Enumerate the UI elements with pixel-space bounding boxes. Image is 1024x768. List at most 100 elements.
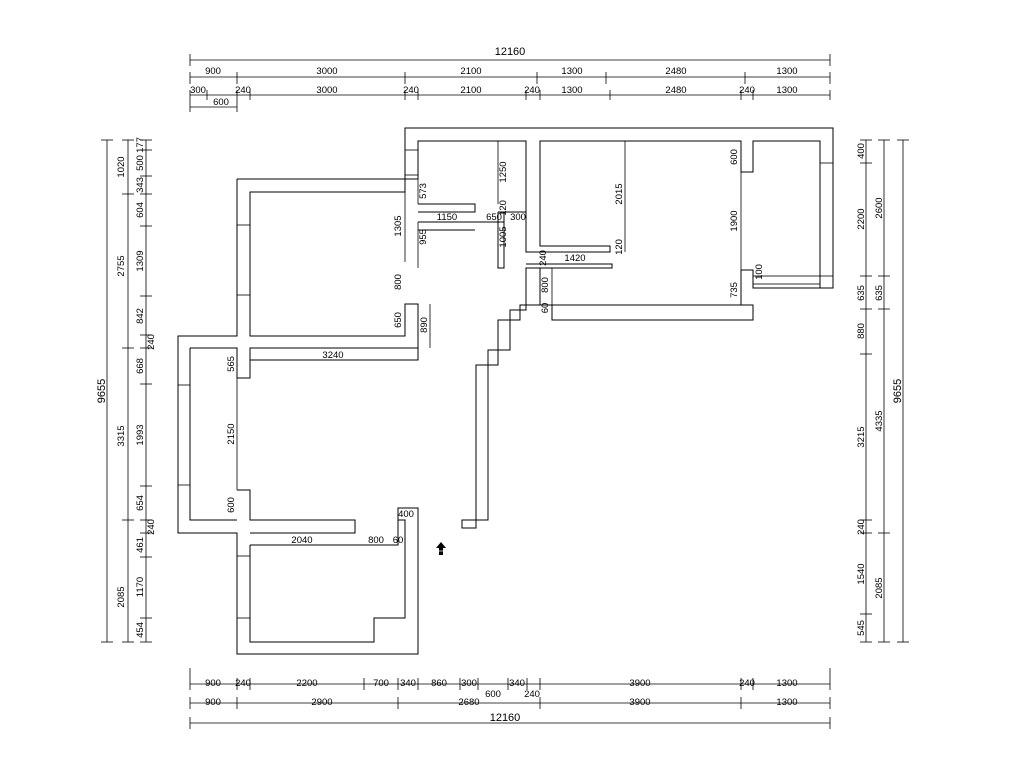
bottom-dim: 340: [400, 678, 416, 689]
left-dim: 668: [135, 358, 146, 374]
interior-dim: 1005: [498, 226, 509, 247]
interior-dim: 573: [418, 183, 429, 199]
top-dim: 1300: [561, 66, 582, 77]
interior-dim: 600: [729, 149, 740, 165]
left-dim: 2085: [116, 586, 127, 607]
left-dim: 3315: [116, 425, 127, 446]
window: [236, 224, 251, 296]
top-dim: 240: [739, 85, 755, 96]
bottom-dim: 240: [739, 678, 755, 689]
interior-dimensions: 573 955 1150 650 300 1250 120 1005 2015 …: [226, 141, 765, 546]
living-room-wall: [540, 269, 820, 321]
bottom-dim: 600: [485, 689, 501, 700]
left-dim: 604: [135, 202, 146, 218]
left-dim: 343: [135, 177, 146, 193]
bottom-total-label: 12160: [490, 712, 521, 724]
interior-dim: 400: [398, 509, 414, 520]
right-dim: 2600: [874, 197, 885, 218]
window: [236, 555, 251, 619]
bottom-dim: 700: [373, 678, 389, 689]
interior-dim: 120: [498, 200, 509, 216]
interior-dim: 2015: [614, 183, 625, 204]
interior-dim: 240: [538, 250, 549, 266]
interior-dim: 60: [540, 303, 551, 314]
right-total-label: 9655: [892, 379, 904, 403]
interior-dim: 650: [393, 312, 404, 328]
top-total-label: 12160: [495, 46, 526, 58]
window: [404, 149, 419, 176]
bottom-dim: 900: [205, 697, 221, 708]
left-dim: 240: [146, 519, 157, 535]
bottom-dim: 860: [431, 678, 447, 689]
interior-dim: 1250: [498, 161, 509, 182]
right-dim: 400: [856, 143, 867, 159]
left-dim: 654: [135, 495, 146, 511]
window: [819, 162, 834, 277]
right-dim: 4335: [874, 410, 885, 431]
bottom-dimensions: 900 240 2200 700 340 860 300 340 3900 24…: [189, 668, 831, 729]
interior-dim: 650: [486, 212, 502, 223]
left-dim: 842: [135, 308, 146, 324]
bottom-dim: 900: [205, 678, 221, 689]
top-dim: 3000: [316, 66, 337, 77]
bottom-dim: 340: [509, 678, 525, 689]
interior-dim: 2040: [291, 535, 312, 546]
window: [177, 384, 191, 486]
left-dim: 454: [135, 622, 146, 638]
left-dim: 2755: [116, 255, 127, 276]
right-dim: 2085: [874, 577, 885, 598]
top-dim: 1300: [776, 85, 797, 96]
interior-dim: 1150: [437, 212, 457, 223]
left-dim: 1020: [116, 156, 127, 177]
interior-dim: 1900: [729, 210, 740, 231]
interior-dim: 890: [419, 317, 430, 333]
left-dimensions: 9655 1020 2755 3315 2085 177 500 343 604…: [96, 137, 157, 643]
kitchen-wall: [461, 263, 613, 529]
top-dim: 2100: [460, 66, 481, 77]
right-dim: 1540: [856, 563, 867, 584]
top-dim: 240: [235, 85, 251, 96]
bedroom-wall-lower: [189, 347, 356, 534]
left-dim: 1170: [135, 577, 146, 597]
top-dim: 1300: [776, 66, 797, 77]
bottom-dim: 1300: [776, 678, 797, 689]
left-dim: 1309: [135, 250, 146, 271]
interior-dim: 800: [540, 277, 551, 293]
outer-wall: [404, 127, 834, 289]
interior-dim: 565: [226, 356, 237, 372]
bottom-dim: 1300: [776, 697, 797, 708]
bottom-dim: 240: [524, 689, 540, 700]
bottom-dim: 3900: [629, 697, 650, 708]
top-dim: 600: [213, 97, 229, 108]
interior-dim: 2150: [226, 423, 237, 444]
interior-dim: 60: [393, 535, 404, 546]
bottom-dim: 3900: [629, 678, 650, 689]
interior-dim: 735: [729, 282, 740, 298]
top-dimensions: 12160 900 3000 2100 1300 2480 1300 300 2…: [189, 46, 831, 112]
interior-dim: 1305: [393, 215, 404, 236]
bedroom-wall-upper: [237, 178, 419, 361]
bottom-dim: 2680: [458, 697, 479, 708]
left-dim: 461: [135, 537, 146, 553]
right-dim: 635: [874, 285, 885, 301]
left-dim: 500: [135, 155, 146, 171]
interior-dim: 3240: [322, 350, 343, 361]
interior-dim: 800: [393, 274, 404, 290]
top-dim: 3000: [316, 85, 337, 96]
left-dim: 240: [146, 334, 157, 350]
bottom-dim: 2900: [311, 697, 332, 708]
top-dim: 2480: [665, 85, 686, 96]
bottom-dim: 300: [461, 678, 477, 689]
bottom-dim: 2200: [296, 678, 317, 689]
top-dim: 240: [524, 85, 540, 96]
interior-dim: 300: [510, 212, 526, 223]
top-dim: 240: [403, 85, 419, 96]
left-total-label: 9655: [96, 379, 108, 403]
interior-dim: 100: [754, 264, 765, 280]
right-dim: 240: [856, 519, 867, 535]
right-dim: 880: [856, 323, 867, 339]
left-dim: 1993: [135, 424, 146, 445]
interior-dim: 120: [614, 239, 625, 255]
right-dim: 3215: [856, 426, 867, 447]
bedroom2-wall: [249, 519, 406, 643]
